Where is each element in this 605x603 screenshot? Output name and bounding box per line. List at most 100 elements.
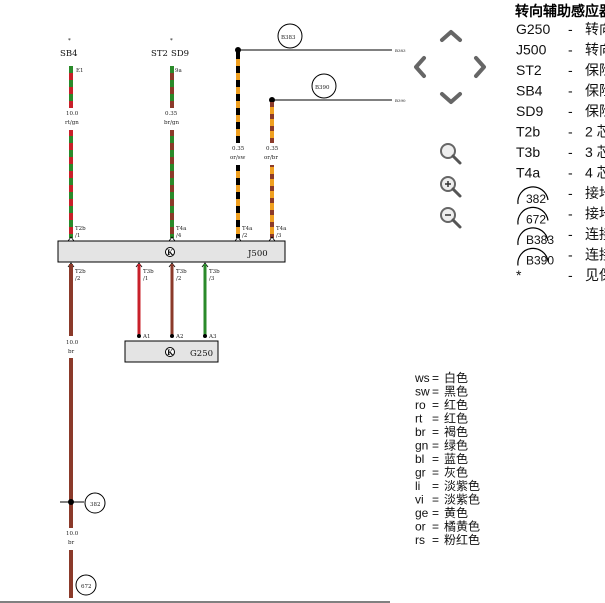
wire4-color: or/br xyxy=(264,155,278,161)
legend-code: J500 xyxy=(516,42,547,58)
color-key-equals: = xyxy=(432,466,439,480)
legend-description: 保险 xyxy=(585,62,605,78)
pan-left-icon[interactable] xyxy=(414,56,426,78)
color-key-equals: = xyxy=(432,493,439,507)
legend-circle-icon xyxy=(517,247,549,266)
legend-dash: - xyxy=(568,124,573,140)
zoom-in-icon[interactable] xyxy=(440,176,462,198)
legend-code: G250 xyxy=(516,21,550,37)
pin-a2-dot xyxy=(170,334,174,338)
color-key-name: 红色 xyxy=(444,397,468,412)
pan-down-icon[interactable] xyxy=(440,92,462,104)
fuse-pin-9a: 9a xyxy=(175,68,182,74)
pin-t3b-3-bottom: T3b xyxy=(209,269,220,275)
color-key-equals: = xyxy=(432,439,439,453)
color-key-equals: = xyxy=(432,398,439,412)
color-key-equals: = xyxy=(432,452,439,466)
color-key-equals: = xyxy=(432,385,439,399)
color-key-code: ro xyxy=(415,398,426,412)
pan-right-icon[interactable] xyxy=(474,56,486,78)
pin-t2b-bottom: T2b xyxy=(75,269,86,275)
component-legend: G250-转向J500-转向ST2-保险SB4-保险SD9-保险T2b-2 芯T… xyxy=(516,21,605,283)
color-key-code: ge xyxy=(415,506,429,520)
legend-description: 3 芯 xyxy=(585,144,605,160)
color-key-equals: = xyxy=(432,520,439,534)
color-key-equals: = xyxy=(432,533,439,547)
color-key-name: 白色 xyxy=(444,370,468,385)
legend-description: 转向 xyxy=(585,21,605,37)
fuse-pin-e1: E1 xyxy=(76,68,84,74)
legend-dash: - xyxy=(568,226,573,242)
color-key-name: 蓝色 xyxy=(444,452,468,466)
color-key-code: gr xyxy=(415,466,426,480)
legend-code: SB4 xyxy=(516,83,543,99)
ground-382-node xyxy=(68,499,74,505)
b390-label: B390 xyxy=(315,85,330,91)
legend-title: 转向辅助感应器 xyxy=(515,3,605,19)
color-key-name: 淡紫色 xyxy=(444,493,480,507)
pin-t4a-2-top: T4a xyxy=(242,226,253,232)
pin-a1-dot xyxy=(137,334,141,338)
pin-t2b-bottom-num: /2 xyxy=(75,276,80,282)
legend-dash: - xyxy=(568,83,573,99)
wire1-size: 10.0 xyxy=(66,111,79,117)
legend-code: B390 xyxy=(526,254,554,268)
wire5-color: br xyxy=(68,349,75,355)
fuse-star-st2: * xyxy=(170,38,173,44)
legend-code: T3b xyxy=(516,144,540,160)
color-key-name: 黄色 xyxy=(444,506,468,520)
wire6-size: 10.0 xyxy=(66,531,79,537)
zoom-out-icon[interactable] xyxy=(440,207,462,229)
g250-label: G250 xyxy=(190,349,213,359)
zoom-fit-icon[interactable] xyxy=(440,143,462,165)
legend-dash: - xyxy=(568,267,573,283)
fuse-sb4-label: SB4 xyxy=(60,49,77,59)
color-key-name: 淡紫色 xyxy=(444,479,480,493)
pin-t3b-2-bottom-num: /2 xyxy=(176,276,181,282)
wire4-size: 0.35 xyxy=(266,146,279,152)
wire3-size: 0.35 xyxy=(232,146,245,152)
legend-dash: - xyxy=(568,247,573,263)
legend-code: SD9 xyxy=(516,103,543,119)
legend-description: 接地 xyxy=(585,206,605,222)
pin-t4a-4-top-num: /4 xyxy=(176,233,182,239)
legend-dash: - xyxy=(568,206,573,222)
pin-a3: A3 xyxy=(208,334,217,340)
wire-color-key: ws=白色sw=黑色ro=红色rt=红色br=褐色gn=绿色bl=蓝色gr=灰色… xyxy=(414,370,480,547)
legend-description: 保险 xyxy=(585,103,605,119)
legend-code: ST2 xyxy=(516,62,542,78)
pin-t3b-3-bottom-num: /3 xyxy=(209,276,215,282)
b383-badge xyxy=(277,23,303,49)
ground-672-label: 672 xyxy=(81,584,92,590)
wire2-size: 0.35 xyxy=(165,111,178,117)
pin-arrows-top xyxy=(67,236,276,242)
color-key-name: 绿色 xyxy=(444,438,468,453)
legend-code: 672 xyxy=(526,213,546,227)
pin-t3b-1-bottom: T3b xyxy=(143,269,154,275)
color-key-name: 粉红色 xyxy=(444,532,480,547)
j500-symbol-circle xyxy=(165,247,175,257)
legend-code: 382 xyxy=(526,192,546,206)
j500-label: J500 xyxy=(247,249,268,259)
color-key-code: sw xyxy=(415,385,430,399)
pan-up-icon[interactable] xyxy=(440,30,462,42)
pin-a1: A1 xyxy=(142,334,150,340)
legend-dash: - xyxy=(568,103,573,119)
fuse-st2-label: ST2 xyxy=(151,49,168,59)
color-key-name: 红色 xyxy=(444,411,468,426)
j500-symbol: K xyxy=(167,248,174,257)
legend-dash: - xyxy=(568,144,573,160)
legend-description: 接地 xyxy=(585,185,605,201)
pin-t4a-3-top-num: /3 xyxy=(276,233,282,239)
pin-t3b-2-bottom: T3b xyxy=(176,269,187,275)
legend-description: 连接 xyxy=(585,247,605,263)
legend-dash: - xyxy=(568,62,573,78)
color-key-name: 褐色 xyxy=(444,424,468,439)
color-key-code: br xyxy=(415,425,426,439)
color-key-equals: = xyxy=(432,479,439,493)
pin-a2: A2 xyxy=(175,334,183,340)
ground-382-label: 382 xyxy=(90,502,101,508)
color-key-code: rt xyxy=(415,412,423,426)
pin-t4a-3-top: T4a xyxy=(276,226,287,232)
b390-badge xyxy=(311,73,337,99)
